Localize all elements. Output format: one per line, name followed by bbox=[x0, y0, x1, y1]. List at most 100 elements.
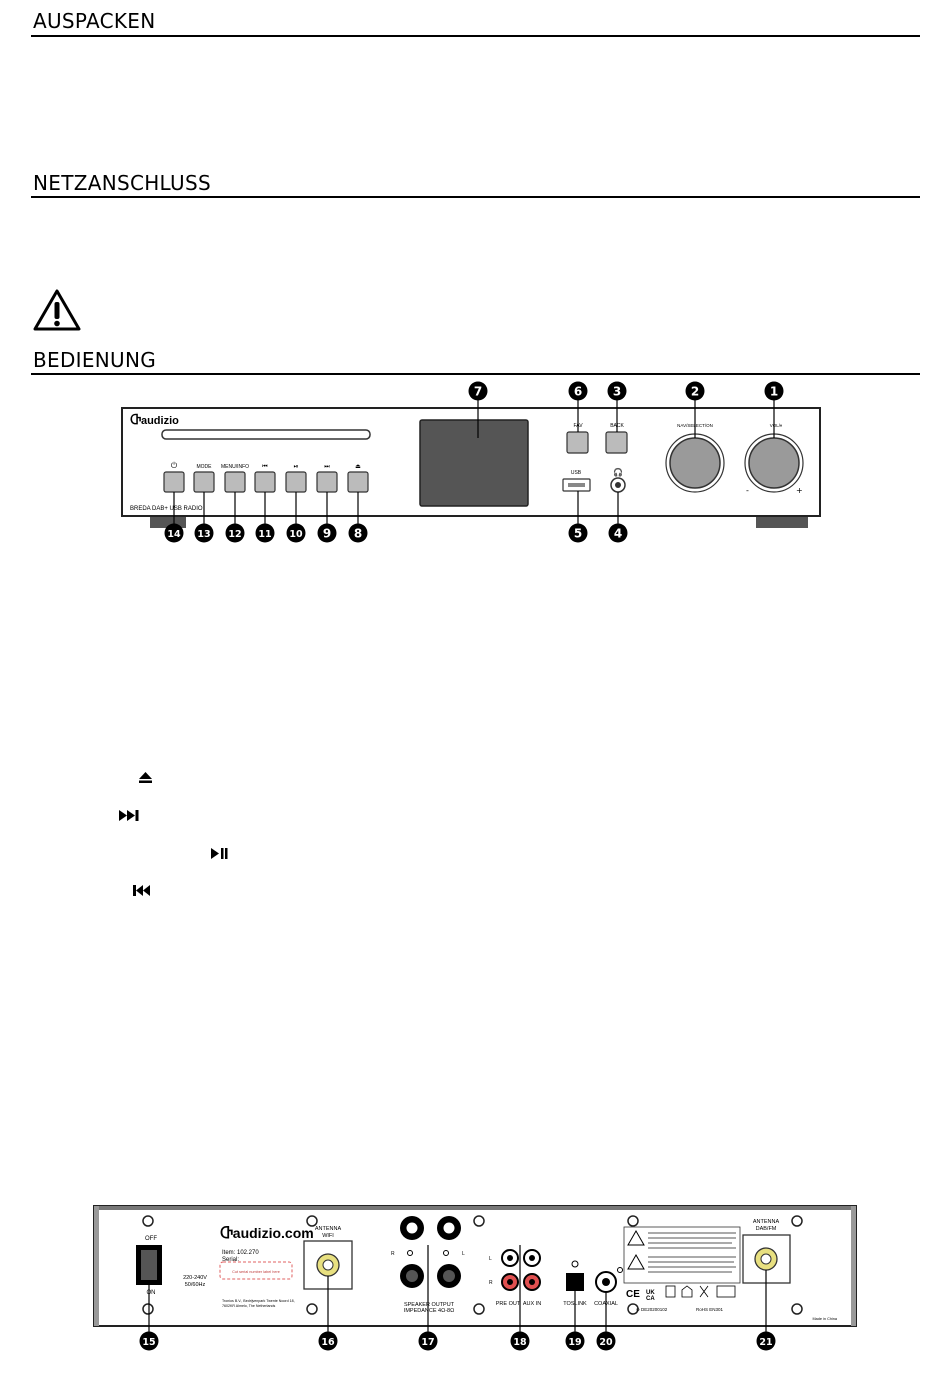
cert-code: ⊕ DE20200102 bbox=[636, 1307, 668, 1312]
svg-text:⏏: ⏏ bbox=[355, 463, 361, 470]
svg-text:18: 18 bbox=[513, 1337, 527, 1348]
fav-button[interactable] bbox=[566, 431, 589, 454]
callout-5: 5 bbox=[568, 523, 588, 543]
svg-text:RoHS EN301: RoHS EN301 bbox=[696, 1307, 724, 1312]
section-heading-bedienung: BEDIENUNG bbox=[33, 348, 157, 372]
svg-text:4: 4 bbox=[614, 527, 622, 541]
usb-label: USB bbox=[571, 470, 582, 476]
front-button-row: ⏻ MODE MENU/INFO ⏮ ⏯ ⏭ ⏏ bbox=[163, 461, 369, 493]
ce-mark: CE bbox=[626, 1289, 640, 1300]
callout-17: 17 bbox=[418, 1331, 438, 1351]
callout-10: 10 bbox=[286, 523, 306, 543]
svg-text:15: 15 bbox=[142, 1337, 155, 1348]
svg-text:10: 10 bbox=[289, 529, 303, 540]
svg-text:MODE: MODE bbox=[197, 464, 213, 470]
vol-knob-label: VOL/⏸ bbox=[770, 423, 783, 428]
svg-text:⏭: ⏭ bbox=[324, 463, 330, 470]
front-brand-logo: Ⴇaudizio bbox=[130, 413, 179, 427]
play-pause-icon bbox=[211, 848, 228, 859]
nav-select-knob[interactable] bbox=[669, 437, 721, 489]
svg-text:14: 14 bbox=[167, 529, 181, 540]
svg-text:6: 6 bbox=[574, 385, 582, 399]
svg-text:L: L bbox=[489, 1256, 492, 1262]
aux-in-label: AUX IN bbox=[523, 1301, 541, 1307]
rear-screws bbox=[142, 1215, 803, 1315]
rear-brand-logo: Ⴇaudizio.com bbox=[220, 1225, 314, 1241]
front-callout-lines bbox=[173, 400, 775, 526]
svg-text:⏯: ⏯ bbox=[294, 463, 299, 470]
svg-text:11: 11 bbox=[258, 529, 271, 540]
menu-info-button[interactable]: MENU/INFO bbox=[221, 464, 249, 493]
svg-text:13: 13 bbox=[197, 529, 210, 540]
callout-3: 3 bbox=[607, 381, 627, 401]
callout-11: 11 bbox=[255, 523, 275, 543]
svg-text:1: 1 bbox=[770, 385, 778, 399]
heading-rule bbox=[31, 35, 920, 37]
next-track-icon bbox=[119, 810, 139, 821]
svg-text:9: 9 bbox=[323, 527, 331, 541]
rear-item-number: Item: 102.270 bbox=[222, 1250, 259, 1256]
rear-serial-label: Serial: bbox=[222, 1257, 239, 1263]
front-display bbox=[419, 419, 529, 507]
prev-track-icon bbox=[133, 885, 150, 896]
serial-sticker-text: Cut serial number label here bbox=[232, 1270, 280, 1274]
callout-12: 12 bbox=[225, 523, 245, 543]
svg-text:2: 2 bbox=[691, 385, 699, 399]
svg-text:19: 19 bbox=[568, 1337, 581, 1348]
heading-rule bbox=[31, 373, 920, 375]
svg-text:16: 16 bbox=[321, 1337, 335, 1348]
front-panel-diagram: Ⴇaudizio ⏻ MODE MENU/INFO ⏮ ⏯ ⏭ ⏏ bbox=[121, 381, 821, 543]
svg-text:21: 21 bbox=[759, 1337, 772, 1348]
serial-sticker bbox=[219, 1261, 293, 1280]
pre-out-label: PRE OUT bbox=[496, 1301, 521, 1307]
back-button[interactable] bbox=[605, 431, 628, 454]
svg-text:+: + bbox=[796, 486, 803, 495]
svg-text:20: 20 bbox=[599, 1337, 613, 1348]
company-address: Tronios B.V., Bedrijvenpark Twente Noord… bbox=[222, 1299, 295, 1308]
callout-4: 4 bbox=[608, 523, 628, 543]
switch-on-label: ON bbox=[147, 1290, 156, 1296]
svg-text:R: R bbox=[391, 1251, 395, 1257]
headphone-icon: 🎧 bbox=[613, 467, 623, 477]
callout-21: 21 bbox=[756, 1331, 776, 1351]
callout-16: 16 bbox=[318, 1331, 338, 1351]
eject-icon bbox=[139, 772, 152, 783]
front-foot-right bbox=[756, 514, 808, 528]
section-heading-netzanschluss: NETZANSCHLUSS bbox=[33, 171, 211, 195]
callout-18: 18 bbox=[510, 1331, 530, 1351]
svg-text:-: - bbox=[746, 486, 749, 495]
callout-2: 2 bbox=[685, 381, 705, 401]
callout-6: 6 bbox=[568, 381, 588, 401]
callout-8: 8 bbox=[348, 523, 368, 543]
svg-text:5: 5 bbox=[574, 527, 582, 541]
callout-19: 19 bbox=[565, 1331, 585, 1351]
svg-text:L: L bbox=[462, 1251, 465, 1257]
svg-text:MENU/INFO: MENU/INFO bbox=[221, 464, 249, 470]
next-track-button[interactable]: ⏭ bbox=[316, 463, 338, 493]
svg-text:7: 7 bbox=[474, 385, 482, 399]
speaker-output-terminals: R L bbox=[391, 1216, 465, 1288]
callout-1: 1 bbox=[764, 381, 784, 401]
safety-warning-label bbox=[623, 1226, 741, 1284]
callout-7: 7 bbox=[468, 381, 488, 401]
svg-text:R: R bbox=[489, 1280, 493, 1286]
ukca-mark: UK bbox=[646, 1290, 655, 1296]
svg-text:12: 12 bbox=[228, 529, 241, 540]
rear-callout-lines bbox=[148, 1245, 767, 1333]
callout-15: 15 bbox=[139, 1331, 159, 1351]
svg-text:17: 17 bbox=[421, 1337, 434, 1348]
volume-knob[interactable] bbox=[748, 437, 800, 489]
toslink-port bbox=[566, 1273, 584, 1291]
svg-text:⏻: ⏻ bbox=[171, 461, 178, 470]
svg-text:3: 3 bbox=[613, 385, 621, 399]
callout-13: 13 bbox=[194, 523, 214, 543]
svg-text:⏮: ⏮ bbox=[262, 463, 268, 470]
heading-rule bbox=[31, 196, 920, 198]
warning-triangle-icon bbox=[33, 289, 81, 331]
front-model-label: BREDA DAB+ USB RADIO bbox=[130, 506, 203, 512]
mode-button[interactable]: MODE bbox=[193, 464, 215, 493]
